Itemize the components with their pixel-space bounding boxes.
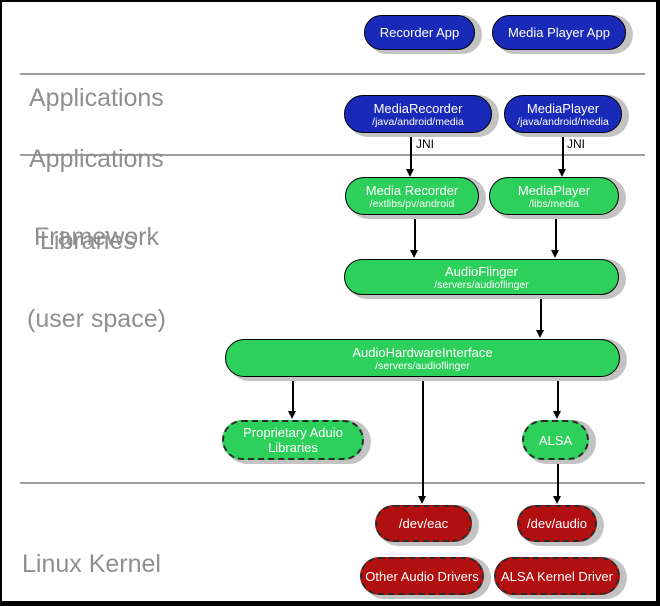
node-audioflinger: AudioFlinger /servers/audioflinger — [344, 259, 619, 295]
arrow-mediarecorder-to-audioflinger — [414, 215, 416, 251]
node-title: AudioFlinger — [445, 263, 518, 279]
node-title: Media Recorder — [365, 182, 459, 198]
section-label-text: Framework — [34, 223, 160, 251]
node-subtitle: /servers/audioflinger — [434, 278, 529, 291]
divider-framework-libraries — [20, 154, 645, 156]
arrow-hwinterface-to-alsa — [557, 377, 559, 412]
arrow-mediaplayer-jni — [562, 133, 564, 170]
node-dev-eac: /dev/eac — [375, 505, 472, 542]
section-label-text: Libraries — [40, 227, 136, 255]
node-title: MediaRecorder — [373, 100, 463, 116]
node-title: Other Audio Drivers — [365, 568, 479, 584]
arrowhead-icon — [406, 169, 414, 177]
node-title: MediaPlayer — [517, 182, 591, 198]
node-recorder-app: Recorder App — [364, 15, 475, 50]
arrowhead-icon — [553, 496, 561, 504]
node-proprietary-audio-libraries: Proprietary Aduio Libraries — [222, 420, 364, 460]
node-other-audio-drivers: Other Audio Drivers — [360, 557, 484, 595]
section-label-text: Applications — [29, 145, 164, 173]
node-title: /dev/audio — [527, 516, 587, 531]
section-label-text: (user space) — [27, 305, 166, 333]
node-title: ALSA — [538, 432, 573, 448]
section-label-libraries: Libraries (user space) — [27, 176, 166, 384]
node-title: MediaPlayer — [526, 100, 600, 116]
node-alsa-kernel-driver: ALSA Kernel Driver — [494, 557, 620, 595]
jni-label-left: JNI — [416, 137, 434, 151]
arrowhead-icon — [551, 250, 559, 258]
section-label-text: Applications — [29, 84, 164, 112]
node-subtitle: /java/android/media — [517, 115, 609, 128]
node-subtitle: /libs/media — [528, 197, 580, 210]
arrowhead-icon — [418, 496, 426, 504]
arrow-mediaplayer-to-audioflinger — [555, 215, 557, 251]
node-mediaplayer-framework: MediaPlayer /java/android/media — [504, 95, 622, 133]
arrow-alsa-to-dev-audio — [557, 460, 559, 497]
arrowhead-icon — [536, 330, 544, 338]
jni-label-right: JNI — [567, 137, 585, 151]
node-media-recorder-lib: Media Recorder /extlibs/pv/android — [345, 177, 479, 215]
node-audiohardwareinterface: AudioHardwareInterface /servers/audiofli… — [225, 339, 620, 377]
arrow-hwinterface-to-proprietary — [292, 377, 294, 412]
section-label-text: Linux Kernel — [22, 550, 161, 578]
arrow-hwinterface-to-dev-eac — [422, 377, 424, 497]
arrow-mediarecorder-jni — [410, 133, 412, 170]
arrowhead-icon — [288, 411, 296, 419]
node-title: Media Player App — [508, 25, 610, 40]
node-subtitle: /servers/audioflinger — [375, 359, 470, 372]
node-title: ALSA Kernel Driver — [501, 568, 613, 584]
arrowhead-icon — [558, 169, 566, 177]
divider-libraries-kernel — [20, 482, 645, 484]
node-subtitle: /java/android/media — [372, 115, 464, 128]
node-mediaplayer-lib: MediaPlayer /libs/media — [489, 177, 619, 215]
section-label-linux-kernel: Linux Kernel — [22, 499, 161, 601]
node-title: Proprietary Aduio Libraries — [243, 425, 343, 455]
node-alsa: ALSA — [522, 420, 589, 460]
section-label-applications-framework: Applications Framework — [29, 94, 164, 302]
node-title: /dev/eac — [398, 516, 449, 531]
arrowhead-icon — [553, 411, 561, 419]
node-title: AudioHardwareInterface — [352, 344, 493, 360]
node-dev-audio: /dev/audio — [517, 505, 597, 542]
node-subtitle: /extlibs/pv/android — [369, 197, 455, 210]
node-mediarecorder-framework: MediaRecorder /java/android/media — [344, 95, 492, 133]
section-label-applications: Applications — [29, 33, 164, 163]
arrowhead-icon — [410, 250, 418, 258]
node-media-player-app: Media Player App — [492, 15, 626, 50]
divider-applications-framework — [20, 73, 645, 75]
node-title: Recorder App — [379, 25, 460, 40]
arrow-audioflinger-to-hwinterface — [540, 295, 542, 331]
